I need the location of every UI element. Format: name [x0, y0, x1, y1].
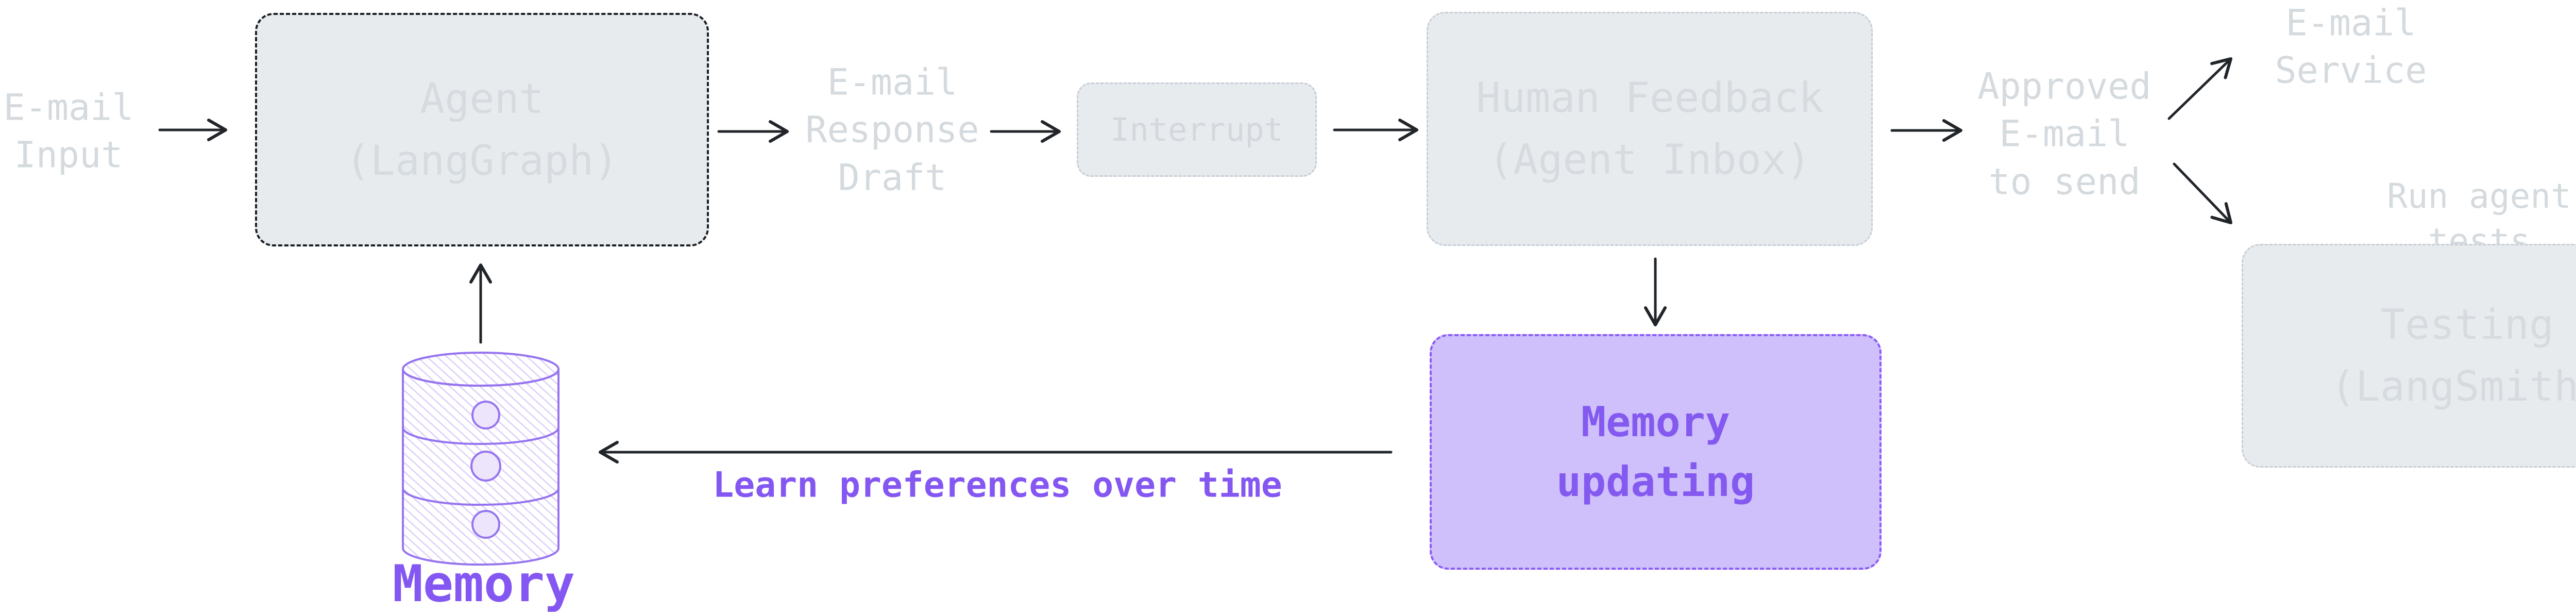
- learn-preferences-label: Learn preferences over time: [713, 465, 1282, 506]
- approved-email-label: Approved E-mail to send: [1977, 65, 2151, 203]
- arrow-approved-to-email-service: [2167, 57, 2233, 120]
- email-service-label: E-mail Service: [2275, 2, 2427, 92]
- email-input-label: E-mail Input: [3, 86, 134, 176]
- testing-node-label: Testing (LangSmith): [2330, 301, 2576, 410]
- memory-updating-node: Memory updating: [1430, 334, 1882, 570]
- interrupt-node: Interrupt: [1077, 82, 1317, 177]
- memory-label: Memory: [392, 555, 575, 612]
- human-feedback-node-label: Human Feedback (Agent Inbox): [1476, 74, 1824, 184]
- email-response-draft-label: E-mail Response Draft: [805, 61, 979, 199]
- agent-node-label: Agent (LangGraph): [345, 74, 619, 185]
- testing-node: Testing (LangSmith): [2242, 244, 2576, 468]
- memory-updating-node-label: Memory updating: [1556, 398, 1755, 506]
- human-feedback-node: Human Feedback (Agent Inbox): [1427, 12, 1873, 246]
- agent-node: Agent (LangGraph): [255, 13, 709, 246]
- interrupt-node-label: Interrupt: [1110, 111, 1283, 148]
- memory-database-icon: [402, 352, 560, 566]
- arrow-approved-to-testing: [2173, 162, 2233, 225]
